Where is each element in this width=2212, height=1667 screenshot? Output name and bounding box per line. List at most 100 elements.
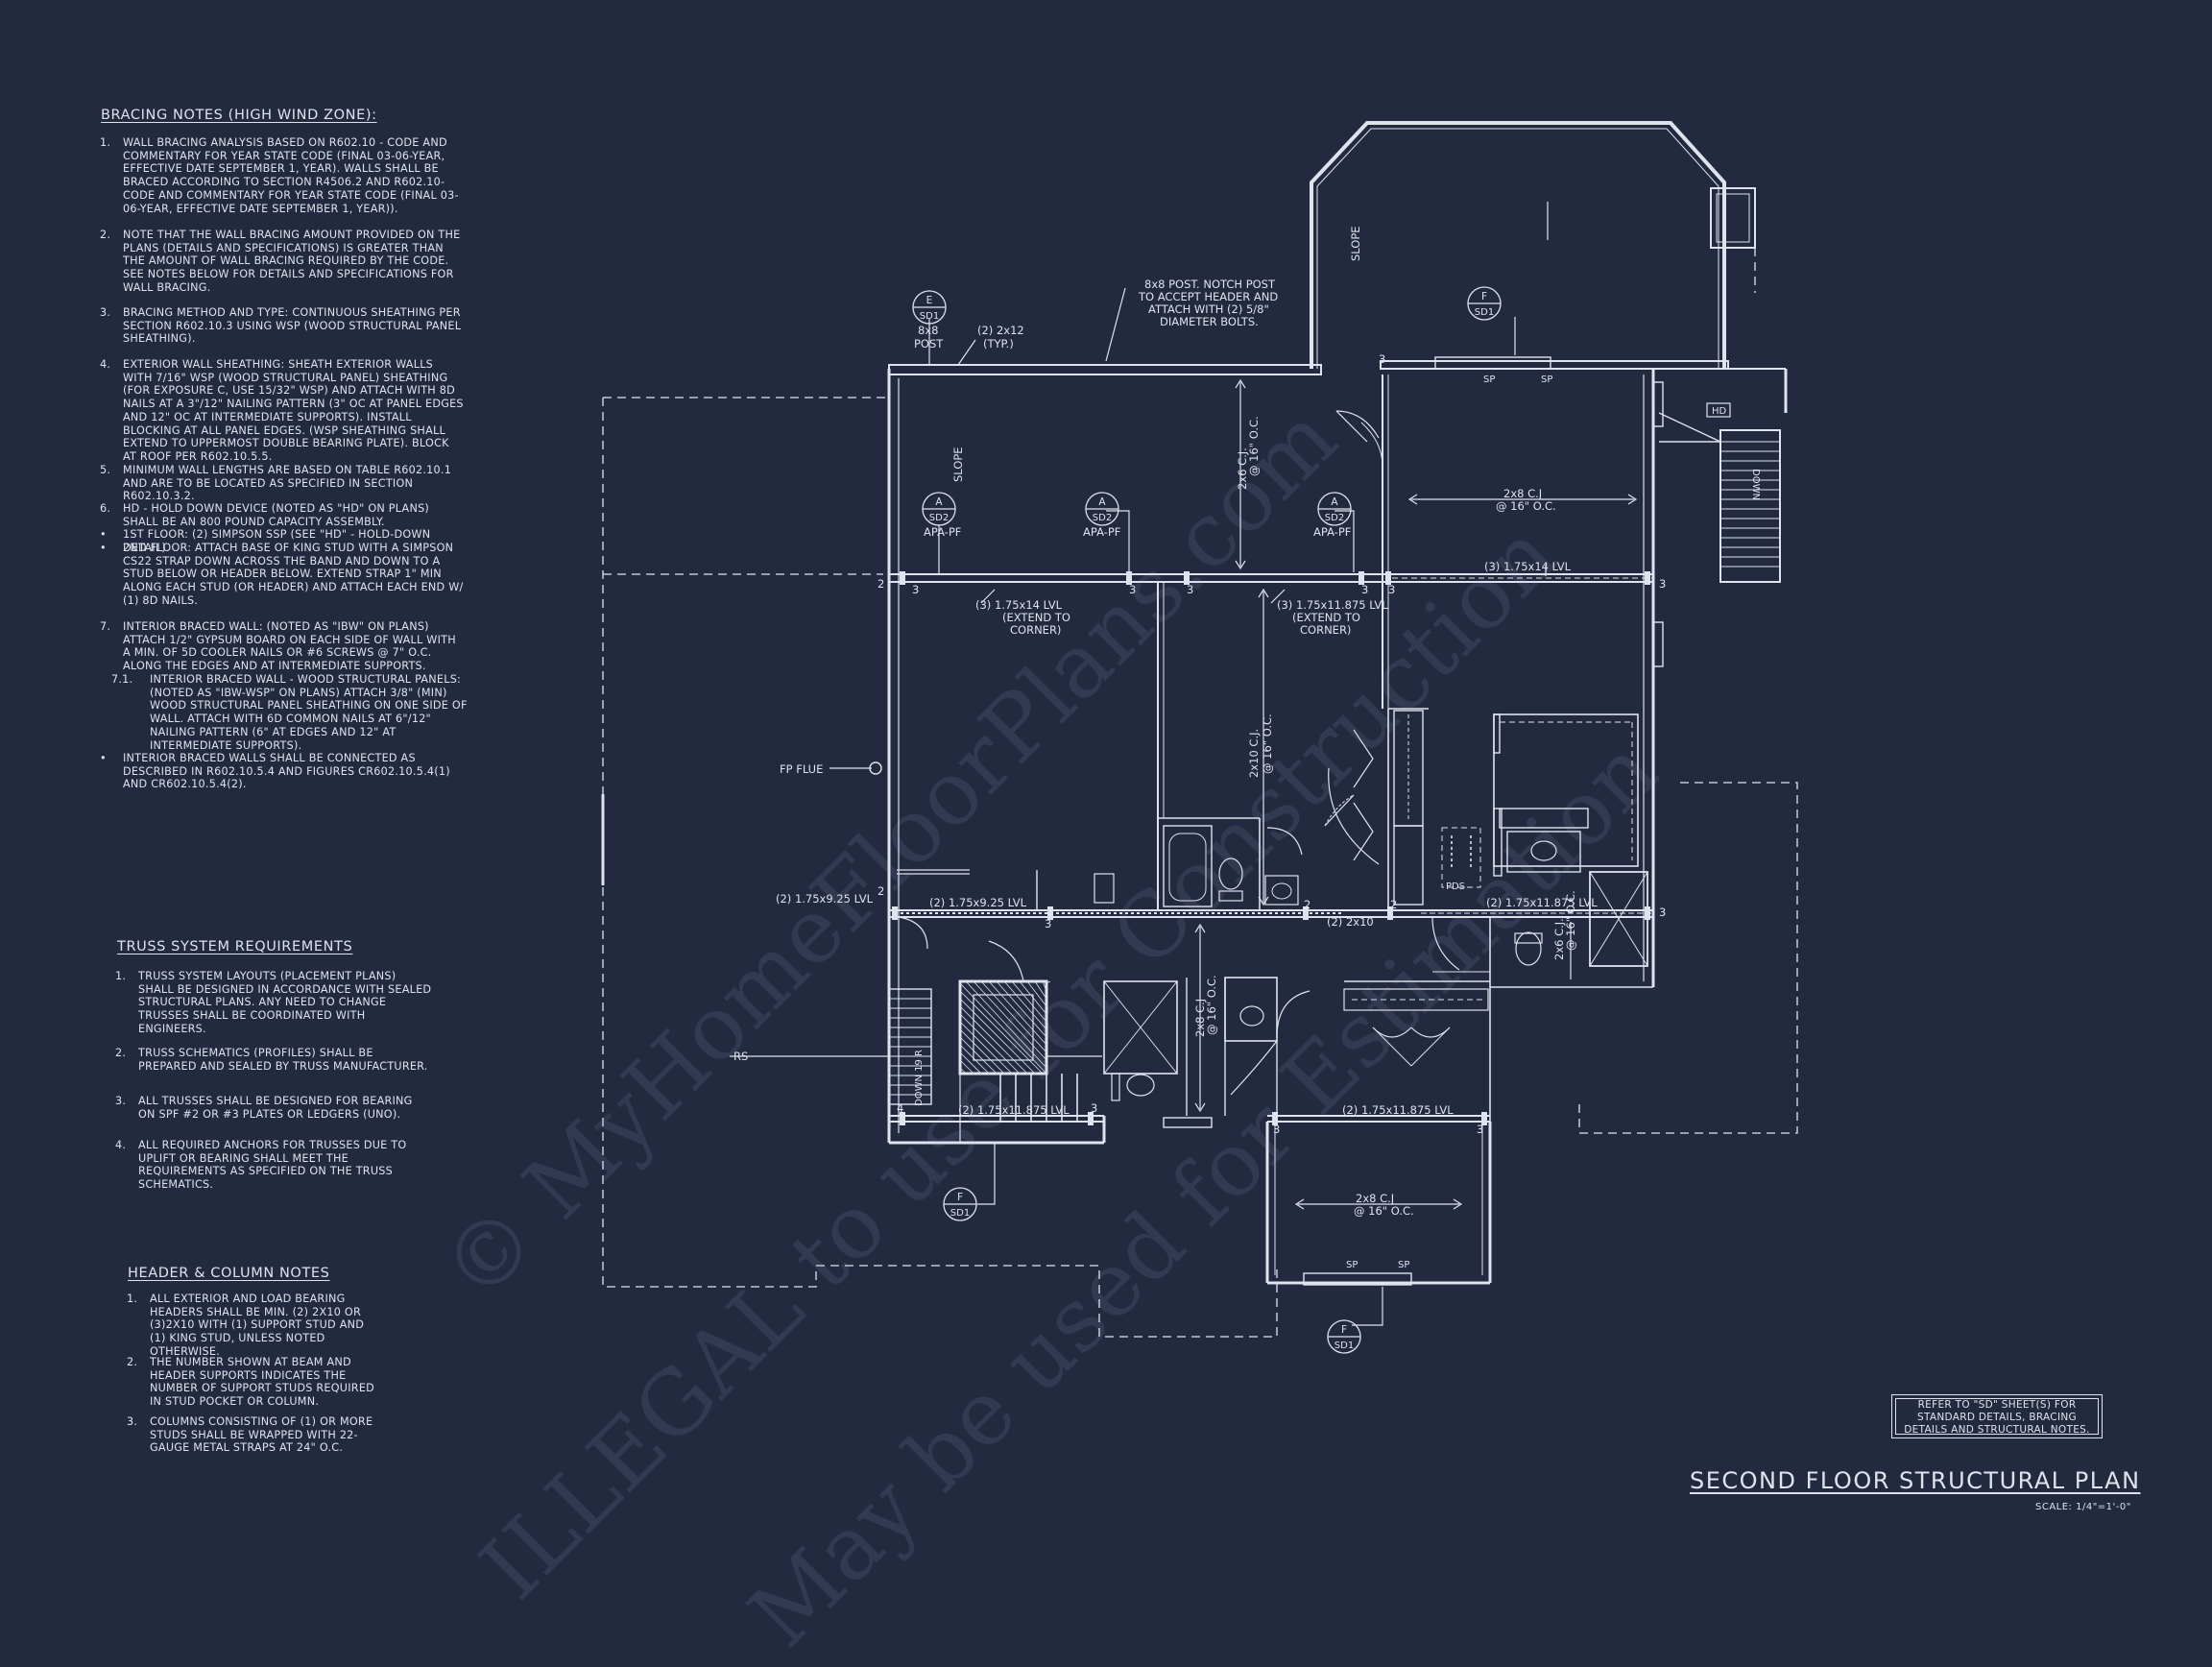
beam-post xyxy=(1047,906,1053,920)
beam-post xyxy=(900,571,905,585)
lvl-11875-3-label: (3) 1.75x11.875 LVL xyxy=(1277,598,1388,612)
notch-post-line1: 8x8 POST. NOTCH POST xyxy=(1144,278,1276,291)
section-marker-letter: F xyxy=(957,1192,963,1203)
beam-line-middle xyxy=(889,909,1653,918)
post-label-size: 8x8 xyxy=(918,324,938,337)
note-number: 1. xyxy=(100,136,111,149)
stud-count: 2 xyxy=(878,884,884,898)
beam-post xyxy=(1303,906,1309,920)
note-number: • xyxy=(100,752,107,764)
cj-2x8-hall-label: 2x8 C.J xyxy=(1193,999,1207,1037)
note-text: BRACING METHOD AND TYPE: CONTINUOUS SHEA… xyxy=(123,306,462,346)
stud-count: 4 xyxy=(897,1101,903,1115)
beam-post xyxy=(1645,571,1650,585)
stud-count: 3 xyxy=(1477,1123,1483,1136)
lvl-11875-2-stair-label: (2) 1.75x11.875 LVL xyxy=(958,1103,1070,1117)
fireplace-chase xyxy=(958,979,1048,1075)
pds-area xyxy=(1441,827,1481,888)
vanity-master xyxy=(1506,831,1581,873)
header-2x10-label: (2) 2x10 xyxy=(1327,915,1374,929)
note-number: • xyxy=(100,528,107,541)
beam-post xyxy=(1645,906,1650,920)
section-marker: F SD1 xyxy=(1467,286,1502,321)
sp-label-1: SP xyxy=(1483,374,1495,385)
beam-line-upper xyxy=(889,573,1653,583)
shower-hall xyxy=(1103,980,1178,1075)
note-text: ALL EXTERIOR AND LOAD BEARING HEADERS SH… xyxy=(150,1293,365,1358)
stud-count: 3 xyxy=(1659,577,1666,591)
beam-post xyxy=(1358,571,1364,585)
stud-count: 3 xyxy=(912,583,919,596)
note-text: COLUMNS CONSISTING OF (1) OR MORE STUDS … xyxy=(150,1415,373,1455)
cj-2x6-master-oc-label: @ 16" O.C. xyxy=(1564,890,1577,951)
section-marker-letter: A xyxy=(1098,496,1106,508)
apa-label-1: APA-PF xyxy=(924,525,961,539)
note-text: WALL BRACING ANALYSIS BASED ON R602.10 -… xyxy=(123,136,459,215)
section-marker-sheet: SD1 xyxy=(1475,307,1494,318)
bay-column xyxy=(1710,187,1756,249)
lvl-175x14-upper-label: (3) 1.75x14 LVL xyxy=(1484,560,1572,573)
typ-2x12-label: (2) 2x12 xyxy=(977,324,1024,337)
note-number: 5. xyxy=(100,464,111,476)
note-text: INTERIOR BRACED WALL - WOOD STRUCTURAL P… xyxy=(150,673,468,752)
note-text: HD - HOLD DOWN DEVICE (NOTED AS "HD" ON … xyxy=(123,502,430,528)
rs-label: RS xyxy=(733,1050,748,1063)
dimension-arrows xyxy=(1194,378,1638,1210)
note-text: NOTE THAT THE WALL BRACING AMOUNT PROVID… xyxy=(123,229,461,294)
truss-requirements-title: TRUSS SYSTEM REQUIREMENTS xyxy=(117,939,353,954)
note-text: EXTERIOR WALL SHEATHING: SHEATH EXTERIOR… xyxy=(123,358,464,463)
post-label-word: POST xyxy=(914,337,944,350)
notch-post-line3: ATTACH WITH (2) 5/8" xyxy=(1148,302,1269,316)
note-text: TRUSS SYSTEM LAYOUTS (PLACEMENT PLANS) S… xyxy=(138,970,432,1035)
stud-count: 3 xyxy=(1129,583,1136,596)
note-number: 4. xyxy=(115,1139,127,1151)
note-text: INTERIOR BRACED WALLS SHALL BE CONNECTED… xyxy=(123,752,450,791)
beam-post xyxy=(1387,906,1393,920)
sheet-title: SECOND FLOOR STRUCTURAL PLAN xyxy=(1690,1467,2141,1494)
note-number: 4. xyxy=(100,358,111,371)
section-marker-letter: E xyxy=(926,295,933,306)
note-number: 2. xyxy=(115,1047,127,1059)
note-text: 2ND FLOOR: ATTACH BASE OF KING STUD WITH… xyxy=(123,542,464,607)
extend-corner-left-1: (EXTEND TO xyxy=(1002,611,1070,624)
refer-sd-note: REFER TO "SD" SHEET(S) FOR STANDARD DETA… xyxy=(1891,1394,2103,1438)
note-number: 7.1. xyxy=(111,673,133,686)
section-marker-letter: F xyxy=(1481,291,1487,302)
cj-2x10-label: 2x10 C.J. xyxy=(1247,729,1261,778)
stud-count: 3 xyxy=(1091,1101,1097,1115)
refer-line-1: REFER TO "SD" SHEET(S) FOR xyxy=(1917,1399,2077,1411)
sp-label-4: SP xyxy=(1398,1260,1409,1270)
fp-flue-circle xyxy=(869,761,882,775)
notch-post-line4: DIAMETER BOLTS. xyxy=(1160,315,1259,328)
note-number: 2. xyxy=(100,229,111,241)
section-marker-sheet: SD1 xyxy=(920,311,939,322)
note-number: 1. xyxy=(127,1293,138,1305)
note-number: 6. xyxy=(100,502,111,515)
note-number: 2. xyxy=(127,1356,138,1368)
beam-post xyxy=(1385,571,1391,585)
stud-count: 3 xyxy=(1379,352,1385,366)
exterior-stair-down-label: DOWN xyxy=(1750,469,1761,500)
beam-post xyxy=(900,1112,905,1125)
top-wall-right xyxy=(1380,360,1729,370)
bracing-notes-title: BRACING NOTES (HIGH WIND ZONE): xyxy=(101,108,377,123)
note-number: 3. xyxy=(115,1095,127,1107)
beam-post xyxy=(1272,1112,1278,1125)
note-number: 7. xyxy=(100,620,111,633)
toilet-hall xyxy=(1126,1074,1155,1097)
section-marker: E SD1 xyxy=(912,290,947,325)
cj-2x8-porch-label: 2x8 C.J xyxy=(1356,1192,1394,1205)
apa-label-2: APA-PF xyxy=(1083,525,1120,539)
note-number: • xyxy=(100,542,107,554)
stud-count: 2 xyxy=(1390,898,1397,911)
cj-2x6-oc-label: @ 16" O.C. xyxy=(1247,416,1261,476)
notch-post-line2: TO ACCEPT HEADER AND xyxy=(1138,290,1278,303)
note-text: ALL TRUSSES SHALL BE DESIGNED FOR BEARIN… xyxy=(138,1095,413,1121)
note-text: ALL REQUIRED ANCHORS FOR TRUSSES DUE TO … xyxy=(138,1139,407,1192)
note-text: 1ST FLOOR: (2) SIMPSON SSP (SEE "HD" - H… xyxy=(123,528,431,554)
section-marker-letter: F xyxy=(1341,1324,1347,1336)
